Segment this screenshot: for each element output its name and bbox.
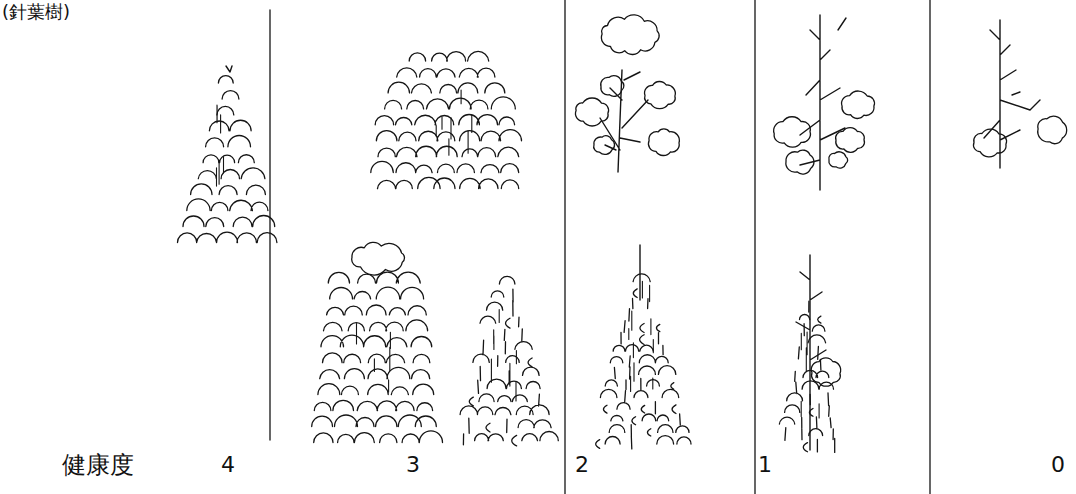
tree-branch	[600, 70, 648, 172]
grade-number: 1	[758, 453, 772, 477]
grade-number: 2	[575, 453, 589, 477]
foliage-clump	[836, 128, 865, 153]
column-divider	[564, 0, 565, 494]
tree-tip	[226, 66, 232, 72]
foliage-clump	[811, 358, 840, 386]
foliage-clump	[786, 150, 814, 174]
branch-stroke	[436, 90, 472, 155]
tree-branch	[796, 255, 826, 450]
foliage-clump	[601, 15, 659, 55]
foliage-clump	[973, 129, 1006, 157]
caption-label: (針葉樹)	[2, 2, 70, 22]
foliage-clump	[575, 98, 608, 126]
column-divider	[929, 0, 930, 494]
column-divider	[754, 0, 755, 494]
foliage-clump	[774, 117, 811, 147]
branch-stroke	[801, 332, 819, 418]
tree-crown	[178, 76, 277, 243]
tree-branch	[800, 15, 846, 190]
foliage-clump	[1038, 116, 1067, 144]
branch-stroke	[491, 310, 516, 401]
axis-label: 健康度	[62, 452, 134, 478]
branch-stroke	[357, 324, 391, 393]
foliage-clump	[645, 81, 676, 108]
foliage-clump	[594, 136, 615, 155]
tree-crown	[312, 272, 443, 442]
tree-crown	[779, 301, 834, 452]
foliage-clump	[829, 152, 848, 168]
foliage-clump	[601, 76, 624, 97]
column-divider	[269, 10, 270, 440]
tree-crown	[460, 276, 558, 446]
tree-crown	[596, 274, 691, 449]
grade-number: 4	[221, 453, 235, 477]
foliage-clump	[352, 242, 405, 275]
branch-stroke	[217, 105, 224, 186]
grade-number: 3	[406, 453, 420, 477]
branch-stroke	[629, 281, 654, 391]
tree-crown	[371, 51, 522, 188]
foliage-clump	[842, 91, 875, 118]
foliage-clump	[648, 129, 679, 156]
grade-number: 0	[1051, 453, 1065, 477]
tree-tip	[639, 245, 640, 300]
tree-branch	[984, 20, 1040, 168]
